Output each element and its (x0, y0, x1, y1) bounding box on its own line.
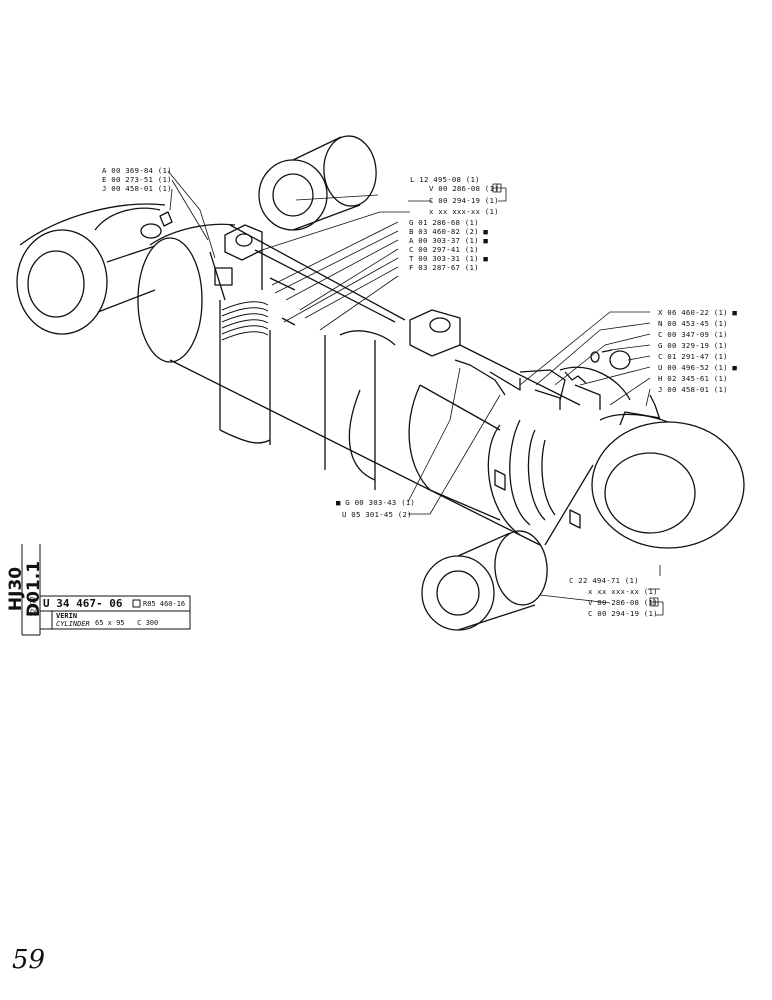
part-label-b03460-82: B 03 460-82 (2) ■ (409, 227, 489, 236)
title-block-frame (21, 544, 191, 636)
part-label-e00273-51: E 00 273-51 (1) (102, 175, 172, 184)
part-label-g01286-68: G 01 286-68 (1) (409, 218, 479, 227)
left-eye (16, 203, 173, 335)
title-block-name-fr: VERIN (56, 612, 78, 620)
part-label-t00303-31: T 00 303-31 (1) ■ (409, 254, 489, 263)
part-label-f03287-67: F 03 287-67 (1) (409, 263, 479, 272)
part-label-v00286-08-top: V 00 286-08 (1) (429, 184, 499, 193)
title-block-date: 12-77 (29, 595, 38, 618)
part-label-c01291-47: C 01 291-47 (1) (658, 352, 728, 361)
gland-head (409, 309, 631, 410)
part-label-c22494-71: C 22 494-71 (1) (569, 576, 639, 585)
part-label-c00297-41: C 00 297-41 (1) (409, 245, 479, 254)
kit-box-symbols (492, 183, 664, 616)
part-label-j00458-01-right: J 00 458-01 (1) (658, 385, 728, 394)
part-label-x06460-22: X 06 460-22 (1) ■ (658, 308, 738, 317)
part-label-v00286-08-bottom: V 00 286-08 (1) (588, 598, 658, 607)
title-block-name-en: CYLINDER (56, 620, 90, 628)
bushing-top (258, 135, 377, 231)
title-block-alt-reference: R05 460-16 (143, 600, 186, 608)
piston-spring (221, 301, 269, 341)
part-label-g00329-19: G 00 329-19 (1) (658, 341, 728, 350)
side-document-code: HJ30 D01.1 (6, 560, 44, 618)
part-label-j00458-01-top: J 00 458-01 (1) (102, 184, 172, 193)
title-block-spec: 65 x 95 C 300 (95, 619, 159, 627)
part-label-xx-bottom: x xx xxx-xx (1) (588, 587, 658, 596)
cylinder-barrel (137, 223, 541, 546)
part-label-u05301-45: U 05 301-45 (2) (342, 510, 412, 519)
part-label-xx-top: x xx xxx-xx (1) (429, 207, 499, 216)
part-label-c00347-09: C 00 347-09 (1) (658, 330, 728, 339)
part-label-a00303-37: A 00 303-37 (1) ■ (409, 236, 489, 245)
part-label-a00369-84: A 00 369-84 (1) (102, 166, 172, 175)
leader-lines (167, 170, 661, 604)
part-label-u00496-52: U 00 496-52 (1) ■ (658, 363, 738, 372)
part-label-g00303-43: ■ G 00 303-43 (1) (336, 498, 416, 507)
page-number: 59 (12, 945, 46, 975)
part-label-h02345-61: H 02 345-61 (1) (658, 374, 728, 383)
part-label-c00294-19-bottom: C 00 294-19 (1) (588, 609, 658, 618)
bushing-bottom (421, 530, 548, 631)
part-label-l12495-08: L 12 495-08 (1) (410, 175, 480, 184)
part-label-n00453-45: N 00 453-45 (1) (658, 319, 728, 328)
title-block-reference: U 34 467- 06 (43, 597, 123, 610)
right-eye (487, 394, 745, 549)
part-label-c00294-19-top: C 00 294-19 (1) (429, 196, 499, 205)
